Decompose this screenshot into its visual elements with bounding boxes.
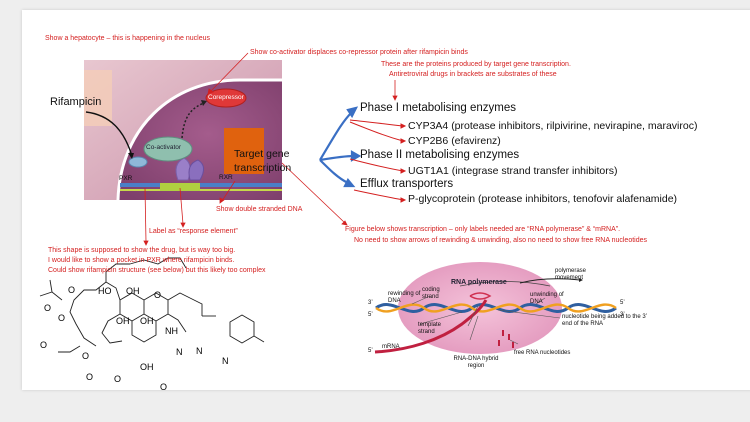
mrna-strand <box>374 299 488 354</box>
rifampicin-label: Rifampicin <box>50 96 102 108</box>
coactivator-protein <box>143 136 193 162</box>
atom-o-6: O <box>82 351 90 361</box>
polymerase-movement-label: polymerase movement <box>555 268 587 281</box>
transcription-branch-arrows <box>319 106 362 188</box>
efflux-heading: Efflux transporters <box>360 178 454 190</box>
corepressor-displacement-arrowhead <box>201 100 207 106</box>
five-prime-left-bottom: 5’ <box>368 312 373 318</box>
corepressor-displacement-arrow <box>181 102 205 139</box>
atom-o-1: O <box>68 285 76 295</box>
note-figure-line1: Figure below shows transcription – only … <box>345 226 621 233</box>
drug-bound-pxr <box>128 156 148 168</box>
nucleotide-added-label: nucleotide being added to the 3’ end of … <box>562 314 647 327</box>
transcription-label-leaders <box>411 295 561 345</box>
coding-strand-label: coding strand <box>422 287 440 300</box>
atom-oh-4: OH <box>140 362 154 372</box>
note-proteins-line2: Antiretroviral drugs in brackets are sub… <box>389 71 557 78</box>
note-shape-line1: This shape is supposed to show the drug,… <box>48 247 236 254</box>
atom-oh-3: OH <box>140 316 154 326</box>
coactivator-label: Co-activator <box>146 144 182 151</box>
phase2-heading: Phase II metabolising enzymes <box>360 149 520 161</box>
corepressor-label: Corepressor <box>208 94 244 101</box>
note-coactivator: Show co-activator displaces co-repressor… <box>250 49 468 56</box>
atom-o-4: O <box>154 290 162 300</box>
note-shape-line3: Could show rifampicin structure (see bel… <box>48 267 266 274</box>
polymerase-movement-arrow <box>519 278 581 284</box>
hepatocyte-panel <box>84 60 282 201</box>
atom-o-2: O <box>44 303 52 313</box>
five-prime-right-top: 5’ <box>620 300 625 306</box>
response-element <box>160 183 200 191</box>
atom-o-3: O <box>58 313 66 323</box>
corepressor-protein <box>205 88 247 108</box>
five-prime-mrna: 5’ <box>368 348 373 354</box>
atom-o-5: O <box>40 340 48 350</box>
atom-oh-2: OH <box>116 316 130 326</box>
note-shape-line2: I would like to show a pocket in PXR whe… <box>48 257 235 264</box>
cyp3a4-item: CYP3A4 (protease inhibitors, rilpivirine… <box>408 120 698 132</box>
free-nucleotides-label: free RNA nucleotides <box>514 350 571 356</box>
atom-oh-1: OH <box>126 286 140 296</box>
atom-o-9: O <box>160 382 168 392</box>
rifampicin-binding-arrow <box>85 111 133 157</box>
enzyme-arrows <box>349 119 407 203</box>
cyp2b6-item: CYP2B6 (efavirenz) <box>408 135 501 147</box>
free-rna-nucleotides <box>498 330 514 348</box>
rxr-protein <box>188 159 204 181</box>
atom-n-3: N <box>222 356 229 366</box>
pgp-item: P-glycoprotein (protease inhibitors, ten… <box>408 193 678 205</box>
polymerase-movement-arrowhead <box>579 278 583 282</box>
target-gene-label-line1: Target gene <box>234 148 290 160</box>
atom-n-2: N <box>196 346 203 356</box>
rifampicin-structure <box>39 257 265 353</box>
rifampicin-drug-shape <box>84 70 112 126</box>
target-gene-block <box>224 128 264 174</box>
atom-ho: HO <box>98 286 112 296</box>
transcription-figure <box>374 262 617 354</box>
atom-o-8: O <box>86 372 94 382</box>
atom-o-7: O <box>114 374 122 384</box>
coding-strand-arc <box>459 281 551 287</box>
rna-polymerase-label: RNA polymerase <box>451 279 507 286</box>
nuclear-membrane <box>116 78 282 201</box>
ugt1a1-item: UGT1A1 (integrase strand transfer inhibi… <box>408 165 618 177</box>
pxr-label: PXR <box>119 175 133 182</box>
rxr-label: RXR <box>219 174 233 181</box>
dna-helix-strand-b <box>375 303 617 313</box>
note-proteins-line1: These are the proteins produced by targe… <box>381 61 571 68</box>
rifampicin-binding-arrowhead <box>128 153 134 159</box>
template-strand-label: template strand <box>418 322 442 335</box>
three-prime-right-bottom: 3’ <box>620 312 625 318</box>
note-double-strand: Show double stranded DNA <box>216 206 303 213</box>
phase1-heading: Phase I metabolising enzymes <box>360 102 516 114</box>
mrna-label: mRNA <box>382 344 400 350</box>
three-prime-left-top: 3’ <box>368 300 373 306</box>
rna-dna-hybrid <box>469 292 492 300</box>
note-hepatocyte: Show a hepatocyte – this is happening in… <box>45 35 211 42</box>
annotation-arrows <box>143 52 398 246</box>
note-response-element: Label as “response element” <box>149 228 238 235</box>
atom-n-1: N <box>176 347 183 357</box>
rewinding-label: rewinding of DNA <box>388 291 421 304</box>
note-figure-line2: No need to show arrows of rewinding & un… <box>354 237 648 244</box>
target-gene-label-line2: transcription <box>234 162 292 174</box>
unwinding-label: unwinding of DNA <box>530 292 564 305</box>
atom-nh: NH <box>165 326 178 336</box>
hybrid-region-label: RNA-DNA hybrid region <box>453 356 499 369</box>
